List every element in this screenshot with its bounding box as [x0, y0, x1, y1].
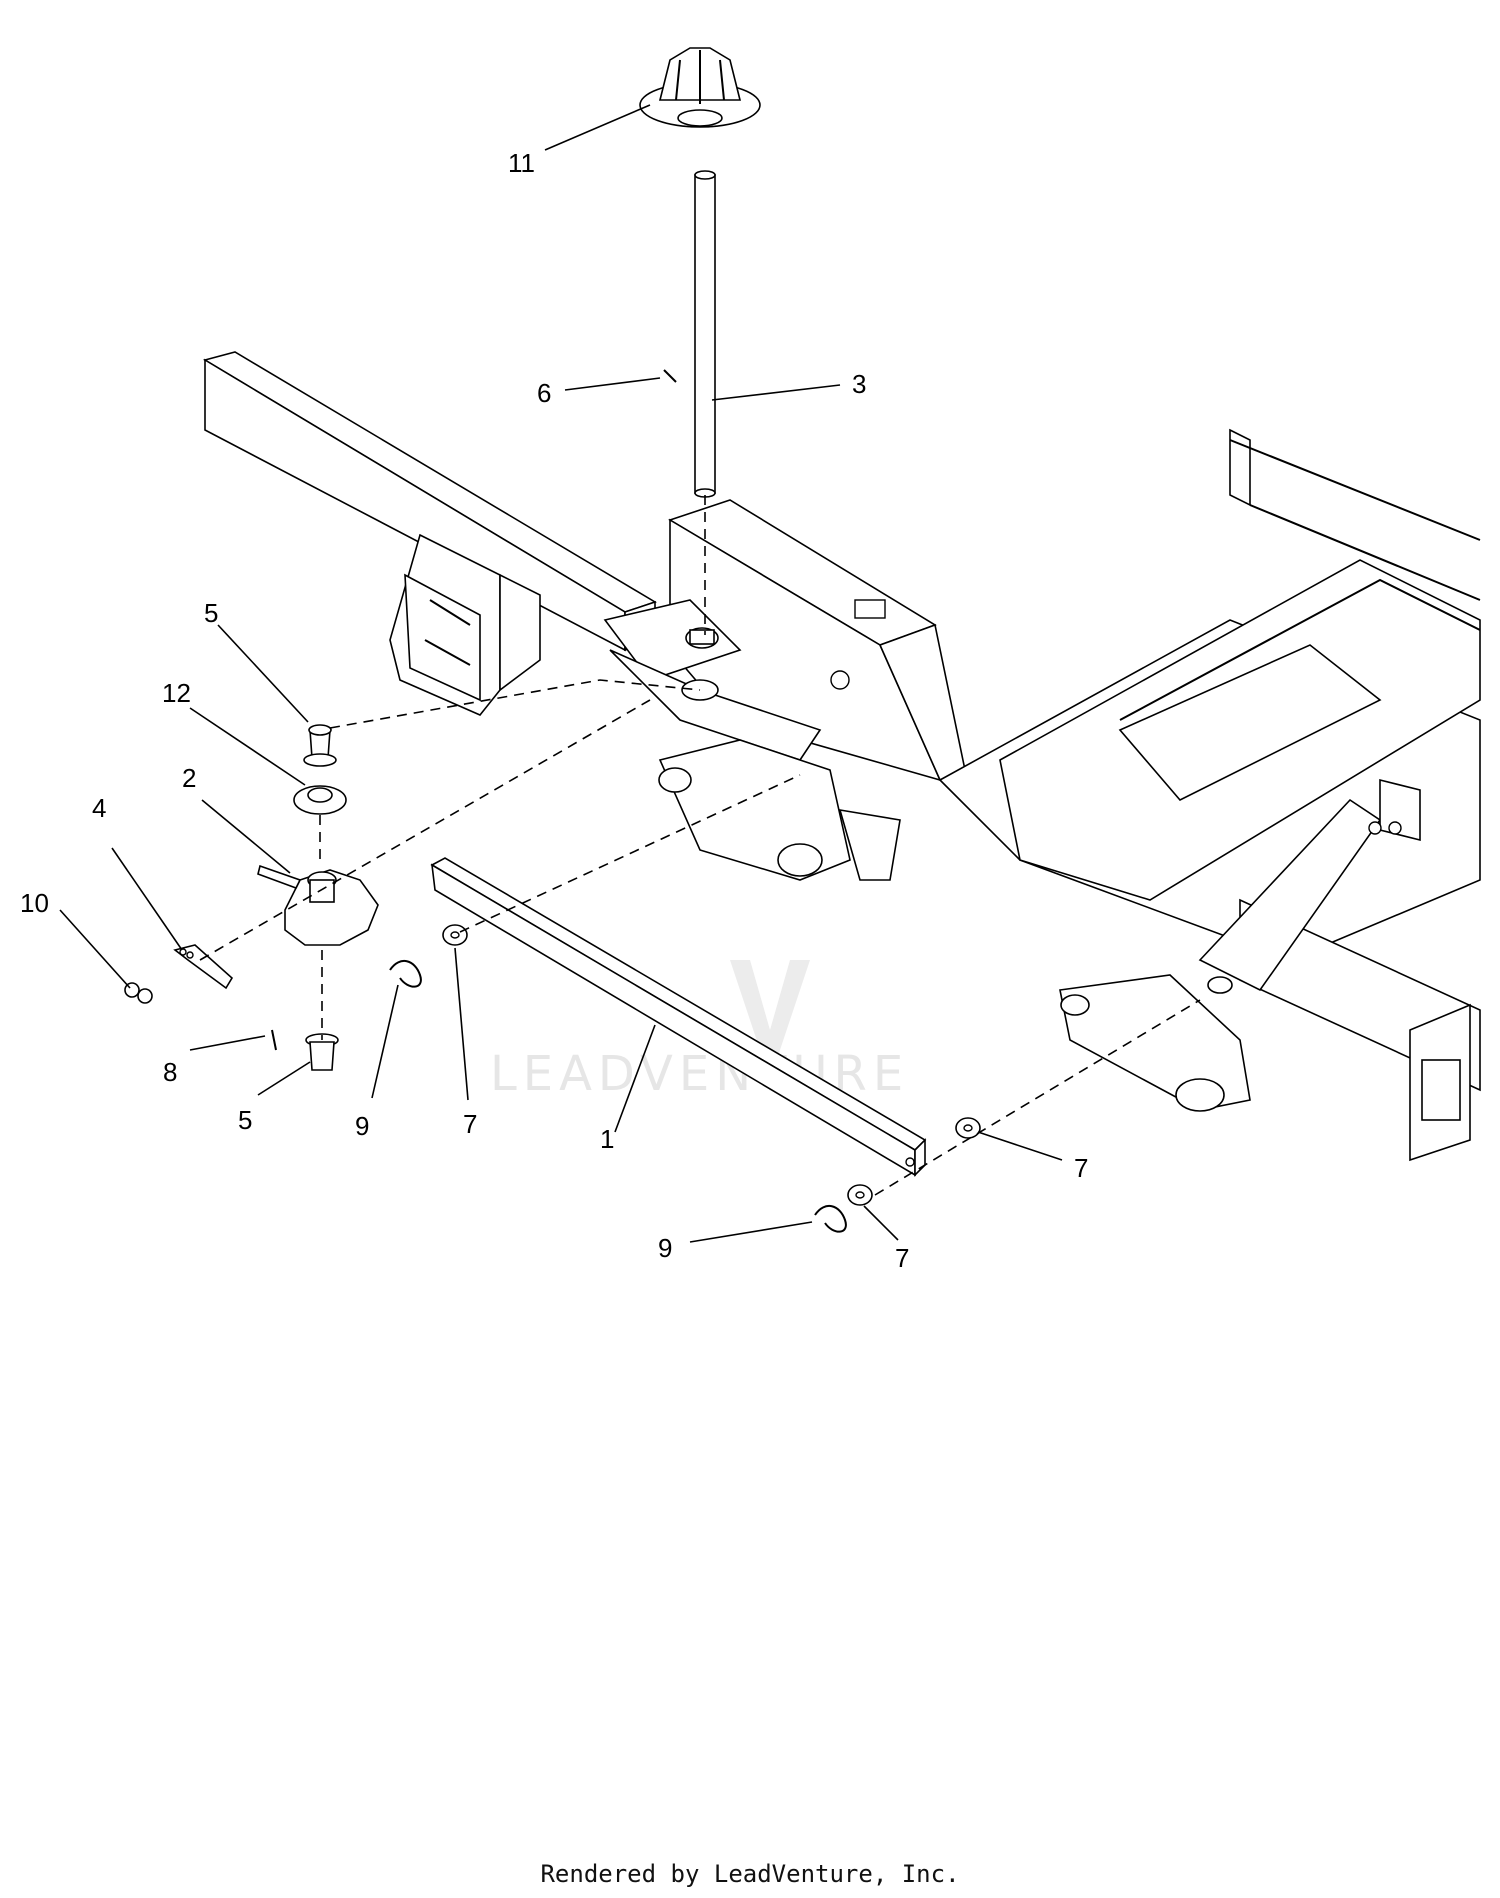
- part-8-key: [271, 1029, 277, 1051]
- callout-9-right: 9: [658, 1233, 672, 1263]
- callout-5-upper: 5: [204, 598, 218, 628]
- part-5-bushing-lower: [305, 1033, 339, 1071]
- part-9-hairpin-clip-right: [814, 1205, 847, 1233]
- callout-6: 6: [537, 378, 551, 408]
- callout-4: 4: [92, 793, 106, 823]
- callout-12: 12: [162, 678, 191, 708]
- callout-7-right: 7: [1074, 1153, 1088, 1183]
- callout-9-left: 9: [355, 1111, 369, 1141]
- leader-lines: [59, 104, 1063, 1243]
- part-10-screw: [124, 982, 153, 1004]
- callout-7-bottom: 7: [895, 1243, 909, 1273]
- part-2-gear-plate: [257, 864, 379, 946]
- callout-3: 3: [852, 369, 866, 399]
- part-4-lock-tab: [173, 944, 234, 990]
- callout-10: 10: [20, 888, 49, 918]
- footer-credit: Rendered by LeadVenture, Inc.: [540, 1860, 960, 1888]
- callout-7-left: 7: [463, 1109, 477, 1139]
- part-6-roll-pin: [663, 369, 677, 383]
- part-12-sprocket: [293, 785, 347, 815]
- callout-8: 8: [163, 1057, 177, 1087]
- part-11-adjust-knob: [639, 47, 761, 128]
- callout-11: 11: [508, 148, 535, 178]
- part-7-washer-left: [442, 924, 468, 946]
- part-3-shaft: [694, 170, 716, 498]
- callout-2: 2: [182, 763, 196, 793]
- assembly-lines: [199, 495, 1201, 1196]
- part-1-link-bar: [430, 857, 927, 1177]
- callout-5-lower: 5: [238, 1105, 252, 1135]
- part-7-washer-bottom: [847, 1184, 873, 1206]
- part-7-washer-right: [955, 1117, 981, 1139]
- frame-right: [938, 428, 1481, 1162]
- callouts: 11 6 3 5 12 2 4 10 8 5 9 7 1 7 9 7: [20, 148, 1088, 1273]
- callout-1: 1: [600, 1124, 614, 1154]
- frame-left-rail: [202, 351, 657, 716]
- part-9-hairpin-clip-left: [389, 960, 422, 988]
- center-housing: [603, 499, 966, 881]
- part-5-bushing-upper: [303, 724, 337, 767]
